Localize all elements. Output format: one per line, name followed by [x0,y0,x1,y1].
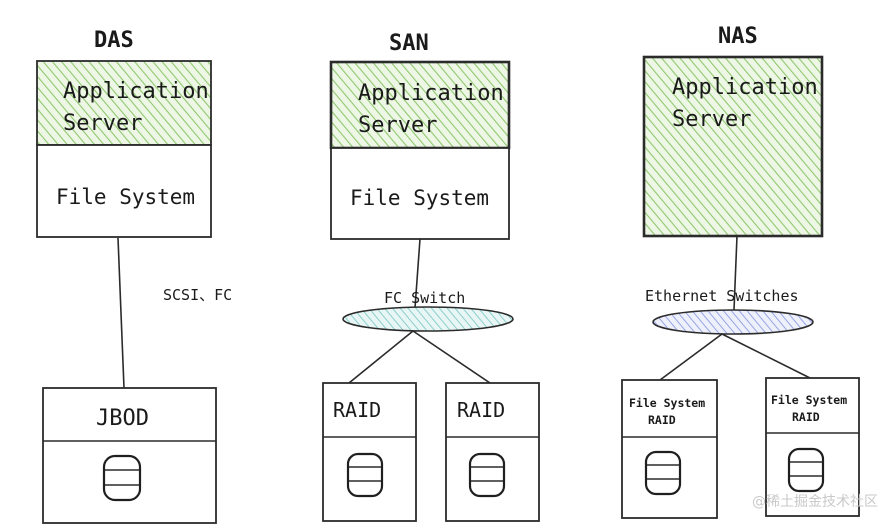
fc-switch-ellipse [342,306,514,332]
nas-app-label-line1: Application [672,75,818,100]
nas-application-server-box [642,55,824,238]
san-raid-left-connector [348,330,414,384]
san-section: SAN Application Server File System FC Sw… [322,31,540,522]
nas-storage-right-box [765,377,860,517]
san-raid-right-box [445,382,540,522]
san-file-system-label: File System [350,186,489,210]
nas-storage-right-connector [721,333,811,379]
das-file-system-box [36,144,212,238]
san-app-label-line1: Application [358,81,504,106]
nas-storage-right-label-line2: RAID [792,410,820,424]
database-icon [644,450,682,496]
nas-storage-left-connector [659,333,723,381]
nas-storage-left-label-line2: RAID [648,413,676,427]
ethernet-switch-ellipse [652,309,814,335]
das-connector-line [117,237,125,389]
das-section: DAS Application Server File System SCSI、… [36,28,232,524]
san-app-label-line2: Server [358,113,437,138]
nas-app-label-line2: Server [672,107,751,132]
nas-storage-left-label-line1: File System [629,396,705,410]
database-icon [102,454,142,502]
san-raid-right-connector [412,330,491,384]
das-application-server-box [36,60,212,146]
das-link-label: SCSI、FC [163,286,232,304]
san-raid-right-label: RAID [457,398,505,422]
san-connector-line [414,238,421,309]
san-raid-left-box [322,382,417,522]
nas-section: NAS Application Server Ethernet Switches… [621,24,860,519]
nas-title: NAS [718,24,758,49]
das-title: DAS [94,28,134,53]
nas-storage-right-label-line1: File System [771,393,847,407]
database-icon [787,447,825,493]
das-jbod-label: JBOD [96,406,149,431]
database-icon [346,452,384,498]
das-file-system-label: File System [56,185,195,209]
das-app-label-line1: Application [63,79,209,104]
das-app-label-line2: Server [63,111,142,136]
database-icon [468,452,506,498]
san-switch-label: FC Switch [384,289,465,307]
nas-switch-label: Ethernet Switches [645,287,799,305]
san-title: SAN [389,31,429,56]
nas-connector-line [733,235,738,311]
watermark-text: @稀土掘金技术社区 [752,494,878,510]
san-raid-left-label: RAID [333,398,381,422]
